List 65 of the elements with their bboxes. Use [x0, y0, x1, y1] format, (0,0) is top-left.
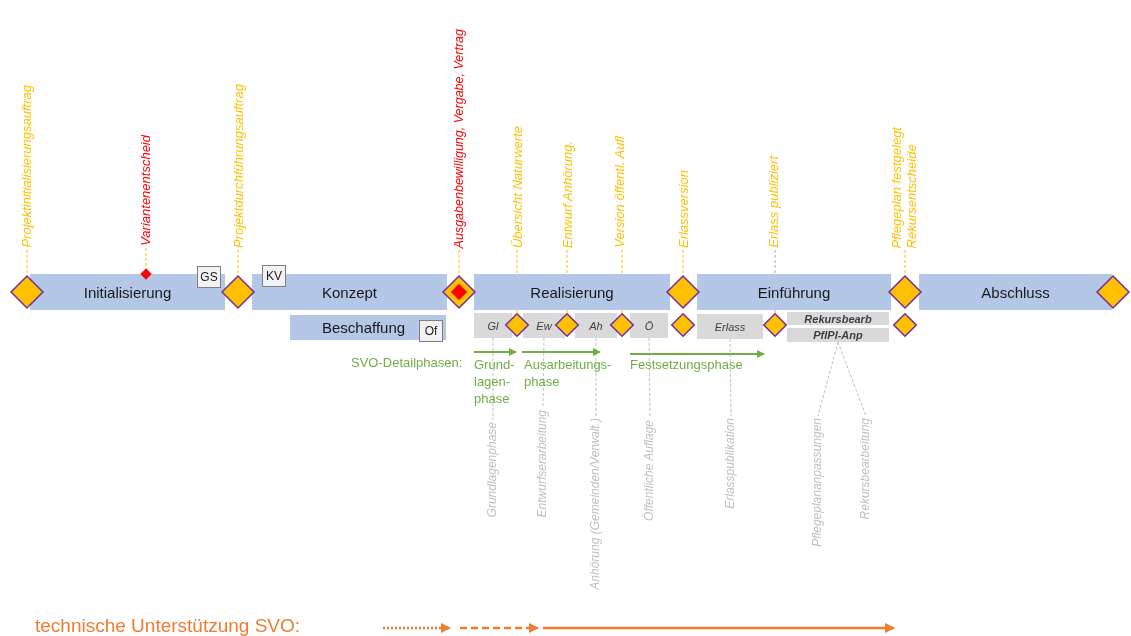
milestone-diamond [888, 275, 922, 309]
milestone-diamond [893, 313, 917, 337]
activity-label: Entwurfserarbeitung [536, 410, 550, 518]
milestone-label: Variantenentscheid [138, 135, 154, 246]
milestone-label: Version öffentl. Aufl [612, 136, 628, 248]
milestone-diamond [221, 275, 255, 309]
leader-line [621, 249, 623, 314]
subphase-box: Erlass [697, 314, 763, 339]
leader-line [648, 337, 651, 419]
milestone-label: Projektdurchführungsauftrag [231, 83, 247, 248]
milestone-diamond [763, 313, 787, 337]
subphase-box: Ah [575, 313, 617, 338]
milestone-label: Erlass publiziert [766, 156, 782, 248]
phase-bar: Abschluss [919, 274, 1112, 310]
activity-label: Grundlagenphase [486, 422, 500, 518]
milestone-diamond [610, 313, 634, 337]
subphase-box: Gl [474, 313, 512, 338]
row-heading: SVO-Detailphasen: [351, 355, 463, 372]
leader-line [566, 249, 568, 314]
leader-line [774, 249, 776, 314]
leader-line [817, 341, 839, 417]
milestone-label: Erlassversion [676, 169, 692, 248]
milestone-diamond [10, 275, 44, 309]
activity-label: Öffentliche Auflage [643, 420, 657, 521]
milestone-diamond [442, 275, 476, 309]
document-tag: GS [197, 266, 221, 288]
phase-label: Grund- lagen- phase [474, 357, 516, 408]
milestone-label: Projektinitialisierungsauftrag [19, 85, 35, 248]
activity-label: Erlasspublikation [724, 418, 738, 509]
phase-bar: Realisierung [474, 274, 670, 310]
document-tag: Of [419, 320, 443, 342]
subphase-box: Rekursbearb [787, 312, 889, 325]
milestone-diamond [140, 268, 152, 280]
row-heading: technische Unterstützung SVO: [35, 614, 301, 636]
milestone-label: Übersicht Naturwerte [510, 125, 526, 248]
phase-bar: Beschaffung Of [290, 315, 446, 340]
subphase-box: PflPl-Anp [787, 328, 889, 342]
leader-line [542, 337, 545, 409]
activity-label: Rekursbearbeitung [859, 418, 873, 520]
leader-line [26, 249, 28, 276]
milestone-label: Ausgabenbewilligung, Vergabe, Vertrag [451, 28, 467, 248]
subphase-box: Ö [630, 313, 668, 338]
leader-line [682, 249, 684, 276]
leader-line [492, 337, 494, 421]
milestone-diamond [1096, 275, 1130, 309]
document-tag: KV [262, 265, 286, 287]
phase-label: Festsetzungsphase [630, 357, 743, 374]
phase-bar: Einführung [697, 274, 891, 310]
milestone-diamond [666, 275, 700, 309]
milestone-diamond [505, 313, 529, 337]
leader-line [729, 338, 732, 417]
leader-line [237, 249, 239, 276]
milestone-label: Entwurf Anhörung. [560, 140, 576, 248]
activity-label: Anhörung (Gemeinden/Verwalt.) [589, 418, 603, 590]
leader-line [595, 337, 597, 417]
leader-line [516, 249, 518, 314]
milestone-diamond [555, 313, 579, 337]
leader-line [837, 341, 867, 417]
leader-line [458, 249, 460, 276]
milestone-diamond [671, 313, 695, 337]
leader-line [145, 247, 147, 269]
milestone-label: Pflegeplan festgelegt Rekursentscheide [890, 126, 920, 248]
leader-line [904, 249, 906, 276]
activity-label: Pflegeplananpassungen [811, 418, 825, 547]
phase-label: Ausarbeitungs- phase [524, 357, 613, 391]
